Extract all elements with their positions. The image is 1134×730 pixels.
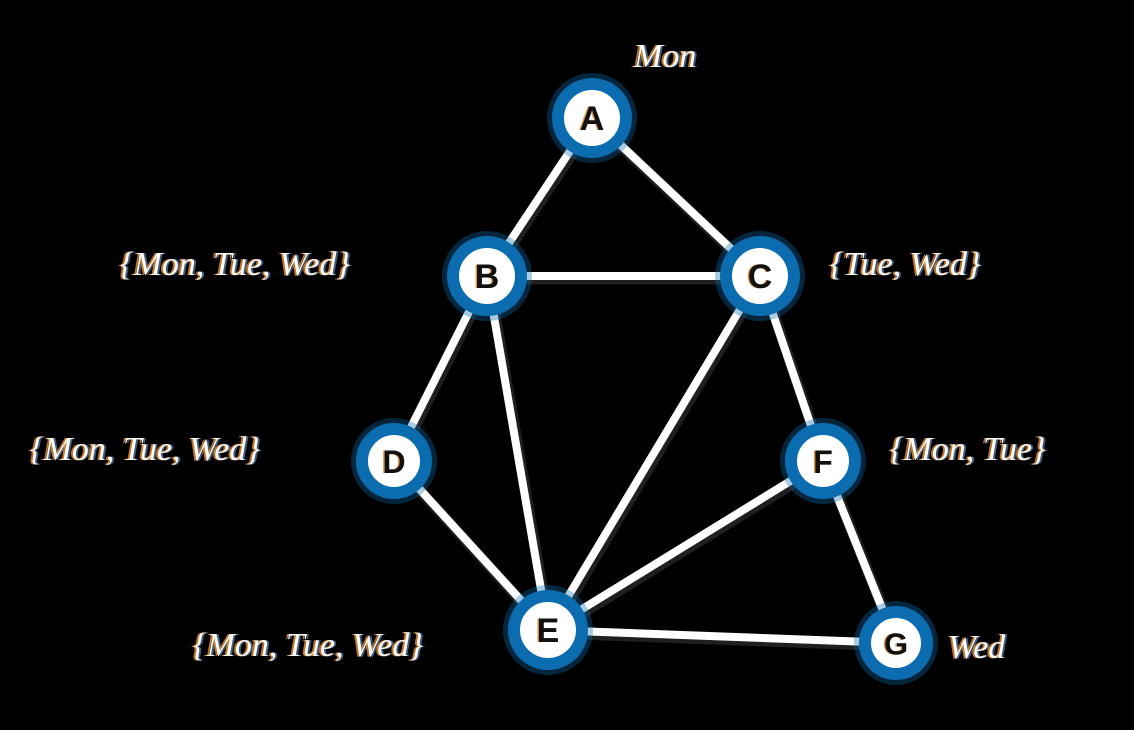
node-label-e: E (537, 612, 560, 650)
node-letter-ghost-d: D (381, 444, 404, 480)
node-circle-c[interactable] (720, 236, 800, 316)
node-f[interactable]: FF (780, 418, 866, 504)
node-g[interactable]: GG (854, 601, 938, 685)
node-a[interactable]: AA (547, 73, 637, 163)
edge-c-e (544, 272, 764, 634)
edge-e-f (544, 457, 827, 634)
edge-b-e (483, 272, 552, 634)
node-letter-ghost-c: C (746, 258, 771, 296)
node-letter-ghost-b: B (473, 258, 498, 296)
node-label-g: G (884, 627, 908, 662)
node-letter-ghost-g: G (882, 627, 906, 662)
node-label-d: D (382, 444, 405, 480)
node-letter-ghost-a: A (578, 100, 603, 138)
edges-layer (390, 114, 904, 652)
node-b[interactable]: BB (442, 231, 532, 321)
edge-e-g (544, 626, 900, 647)
node-label-a: A (580, 100, 605, 138)
node-label-c: C (748, 258, 773, 296)
node-label-f: F (813, 444, 833, 480)
node-c[interactable]: CC (715, 231, 805, 321)
node-circle-a[interactable] (552, 78, 632, 158)
node-circle-e[interactable] (508, 590, 588, 670)
node-circle-g[interactable] (859, 606, 933, 680)
node-letter-ghost-e: E (535, 612, 558, 650)
node-circle-b[interactable] (447, 236, 527, 316)
node-label-b: B (475, 258, 500, 296)
node-circle-d[interactable] (356, 423, 432, 499)
node-e[interactable]: EE (503, 585, 593, 675)
node-d[interactable]: DD (351, 418, 437, 504)
node-circle-f[interactable] (785, 423, 861, 499)
node-letter-ghost-f: F (812, 444, 832, 480)
